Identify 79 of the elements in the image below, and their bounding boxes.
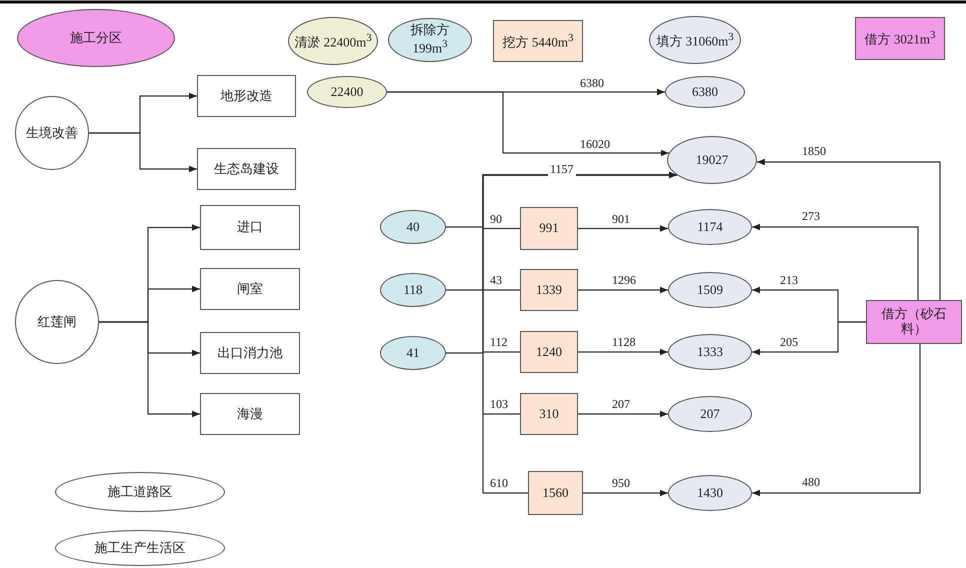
edge-label: 207 — [610, 398, 632, 411]
node-label: 118 — [402, 282, 424, 298]
node-label: 出口消力池 — [216, 346, 284, 360]
node-label: 清淤 22400m$^{3}$ — [293, 32, 373, 50]
arrow — [578, 225, 668, 232]
edge-label: 901 — [610, 212, 632, 226]
node-label: 施工分区 — [69, 30, 123, 46]
node-label: 6380 — [691, 84, 719, 100]
edge-label: 16020 — [578, 138, 612, 151]
node-label: 19027 — [694, 152, 730, 168]
node-label: 海漫 — [236, 406, 264, 422]
node-label: 借方（砂石料） — [880, 307, 948, 337]
node-label: 310 — [538, 406, 560, 422]
borrow-box — [855, 17, 945, 60]
process-box — [200, 393, 300, 435]
excavation-box — [520, 331, 578, 373]
edge-label: 103 — [488, 398, 510, 411]
node-label: 施工生产生活区 — [94, 540, 186, 556]
edge-label: 610 — [488, 477, 510, 490]
node-label: 拆除方 199m$^{3}$ — [410, 23, 450, 57]
edge-label: 43 — [488, 274, 504, 287]
arrow — [578, 286, 668, 294]
node-label: 填方 31060m$^{3}$ — [655, 30, 735, 50]
edge-label: 213 — [778, 274, 800, 287]
excavation-box — [520, 393, 578, 435]
node-label: 41 — [406, 346, 420, 360]
edge-label: 273 — [800, 210, 822, 223]
excavation-box — [528, 471, 583, 515]
arrow — [578, 348, 668, 356]
flow-label: 1157 — [548, 163, 576, 176]
node-label: 1333 — [696, 344, 724, 360]
arrow — [583, 490, 668, 496]
edge-label: 1850 — [800, 145, 828, 158]
process-box — [197, 148, 296, 190]
fill-ellipse — [667, 136, 757, 184]
node-label: 生境改善 — [25, 126, 79, 140]
process-box — [200, 268, 300, 310]
node-label: 22400 — [330, 84, 364, 100]
node-label: 进口 — [236, 220, 264, 235]
edge-label: 1296 — [610, 274, 638, 287]
process-box — [197, 75, 296, 117]
node-label: 施工道路区 — [106, 484, 174, 500]
node-label: 207 — [699, 406, 721, 422]
arrow — [387, 91, 669, 156]
node-label: 1560 — [542, 486, 570, 500]
node-label: 1174 — [696, 220, 724, 234]
node-label: 地形改造 — [220, 88, 274, 104]
arrow — [89, 132, 197, 172]
node-label: 1240 — [535, 344, 563, 360]
node-label: 红莲闸 — [36, 314, 78, 330]
arrow — [752, 344, 921, 496]
node-label: 40 — [406, 220, 420, 234]
process-box — [200, 332, 300, 374]
node-label: 991 — [538, 221, 560, 236]
node-label: 挖方 5440m$^{3}$ — [502, 32, 574, 50]
arrow — [752, 321, 866, 356]
edge-label: 205 — [778, 336, 800, 349]
excavation-box — [520, 269, 578, 311]
arrow — [752, 224, 919, 300]
node-label: 1509 — [696, 282, 724, 298]
arrow — [99, 321, 200, 418]
excavation-box — [493, 20, 583, 62]
arrow — [578, 410, 668, 418]
edge-label: 6380 — [578, 77, 606, 90]
edge-label: 90 — [488, 212, 504, 226]
node-label: 闸室 — [236, 282, 264, 296]
arrow — [482, 172, 677, 494]
node-label: 生态岛建设 — [213, 162, 280, 176]
edge-label: 1128 — [610, 336, 638, 349]
node-label: 1430 — [696, 486, 724, 500]
node-label: 1339 — [535, 282, 563, 298]
process-box — [200, 205, 300, 250]
arrow — [756, 158, 941, 300]
excavation-box — [520, 207, 578, 250]
edge-label: 480 — [800, 476, 822, 489]
node-label: 借方 3021m$^{3}$ — [864, 29, 936, 48]
borrow-box — [866, 300, 962, 344]
edge-label: 112 — [488, 336, 510, 349]
edge-label: 950 — [610, 477, 632, 490]
